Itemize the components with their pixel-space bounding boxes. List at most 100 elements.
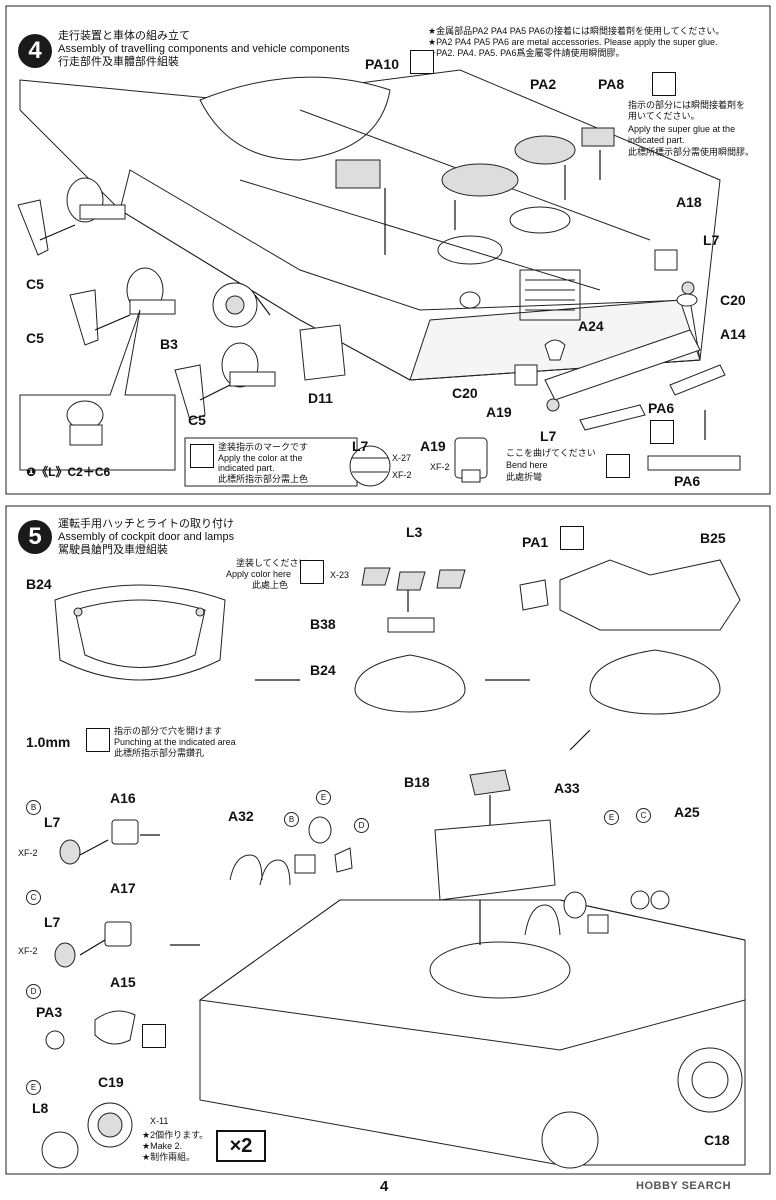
paint-note-en-2: indicated part. [218, 463, 275, 473]
drill-note-jp: 指示の部分で穴を開けます [114, 726, 223, 736]
bend-note-jp: ここを曲げてください [506, 448, 596, 458]
part-label-b24: B24 [26, 576, 52, 592]
paint-here-en: Apply color here [226, 569, 292, 579]
step-5-number: 5 [18, 520, 52, 554]
step-5-title-jp: 運転手用ハッチとライトの取り付け [58, 518, 234, 530]
paint-brush-icon [300, 560, 324, 584]
part-label-c18: C18 [704, 1132, 730, 1148]
part-label-a19: A19 [486, 404, 512, 420]
page-number: 4 [380, 1178, 389, 1195]
hull-body-step5 [41, 559, 746, 1169]
color-xf2: XF-2 [18, 946, 38, 956]
part-label-a32: A32 [228, 808, 254, 824]
a19-color: XF-2 [430, 462, 450, 472]
step-4-title-en: Assembly of travelling components and ve… [58, 43, 350, 55]
sub-letter-e: E [316, 790, 331, 805]
part-label-l7: L7 [540, 428, 557, 444]
make2-cn: ★制作兩組。 [142, 1152, 196, 1162]
part-label-a19: A19 [420, 438, 446, 454]
times-two-badge: ×2 [216, 1130, 266, 1162]
l7-color-1: X-27 [392, 453, 412, 463]
step-4-title-cn: 行走部件及車體部件組裝 [58, 56, 179, 68]
part-label-l7: L7 [703, 232, 720, 248]
part-label-pa1: PA1 [522, 534, 549, 550]
part-label-c5: C5 [26, 276, 44, 292]
paint-note-en-1: Apply the color at the [218, 453, 303, 463]
sub-letter-e: E [26, 1080, 41, 1095]
paint-note-jp: 塗装指示のマークです [218, 442, 309, 452]
sub-letter-c: C [636, 808, 651, 823]
glue-icon [652, 72, 676, 96]
part-label-a18: A18 [676, 194, 702, 210]
part-label-a16: A16 [110, 790, 136, 806]
paint-color: X-23 [330, 570, 350, 580]
part-label-c20: C20 [720, 292, 746, 308]
sub-letter-b: B [284, 812, 299, 827]
part-label-c20: C20 [452, 385, 478, 401]
part-label-pa3: PA3 [36, 1004, 63, 1020]
drill-note-cn: 此標所指示部分需鑽孔 [114, 748, 205, 758]
paint-brush-icon [190, 444, 214, 468]
sub-letter-c: C [26, 890, 41, 905]
l7-color-2: XF-2 [392, 470, 412, 480]
metal-note-en: ★PA2 PA4 PA5 PA6 are metal accessories. … [428, 37, 718, 47]
drill-note-en: Punching at the indicated area [114, 737, 236, 747]
part-label-c5: C5 [188, 412, 206, 428]
make2-jp: ★2個作ります。 [142, 1130, 209, 1140]
metal-note-cn: ★PA2. PA4. PA5. PA6爲金屬零件請使用瞬間膠。 [428, 48, 625, 58]
paint-here-jp: 塗装してください [236, 558, 308, 568]
bend-icon [606, 454, 630, 478]
part-label-l7: L7 [44, 814, 61, 830]
sub-letter-b: B [26, 800, 41, 815]
metal-note-jp: ★金属部品PA2 PA4 PA5 PA6の接着には瞬間接着剤を使用してください。 [428, 26, 725, 36]
part-label-l7: L7 [44, 914, 61, 930]
paint-note-cn: 此標所指示部分需上色 [218, 474, 309, 484]
part-label-a24: A24 [578, 318, 604, 334]
part-label-a15: A15 [110, 974, 136, 990]
make2-en: ★Make 2. [142, 1141, 183, 1151]
part-label-b38: B38 [310, 616, 336, 632]
color-x11: X-11 [150, 1116, 169, 1126]
color-xf2: XF-2 [18, 848, 38, 858]
sub-letter-e: E [604, 810, 619, 825]
part-label-pa10: PA10 [365, 56, 399, 72]
part-label-a14: A14 [720, 326, 746, 342]
glue-icon [560, 526, 584, 550]
part-label-pa2: PA2 [530, 76, 557, 92]
glue-note-jp-2: 用いてください。 [628, 111, 700, 121]
part-label-pa8: PA8 [598, 76, 625, 92]
glue-note-en-2: indicated part. [628, 135, 685, 145]
step-5-title-cn: 駕駛員艙門及車燈組裝 [58, 544, 168, 556]
part-label-pa6: PA6 [674, 473, 701, 489]
drill-icon [86, 728, 110, 752]
part-label-c19: C19 [98, 1074, 124, 1090]
part-label-b18: B18 [404, 774, 430, 790]
glue-icon [142, 1024, 166, 1048]
part-label-pa6: PA6 [648, 400, 675, 416]
glue-note-jp-1: 指示の部分には瞬間接着剤を [628, 100, 746, 110]
bend-note-cn: 此處折彎 [506, 472, 543, 482]
step-5-title-en: Assembly of cockpit door and lamps [58, 531, 235, 543]
sub-letter-d: D [354, 818, 369, 833]
part-label-a33: A33 [554, 780, 580, 796]
sub-letter-d: D [26, 984, 41, 999]
part-label-b3: B3 [160, 336, 178, 352]
glue-icon [410, 50, 434, 74]
part-label-a25: A25 [674, 804, 700, 820]
step-4-title-jp: 走行装置と車体の組み立て [58, 30, 190, 42]
glue-note-cn: 此標所標示部分需使用瞬間膠。 [628, 147, 755, 157]
part-label-c5: C5 [26, 330, 44, 346]
part-label-d11: D11 [308, 390, 333, 406]
step-4-number: 4 [18, 34, 52, 68]
part-label-l3: L3 [406, 524, 423, 540]
watermark: HOBBY SEARCH [636, 1180, 732, 1192]
drill-size: 1.0mm [26, 734, 71, 750]
part-label-b24: B24 [310, 662, 336, 678]
part-label-a17: A17 [110, 880, 136, 896]
glue-icon [650, 420, 674, 444]
part-label-l8: L8 [32, 1100, 49, 1116]
part-label-b25: B25 [700, 530, 726, 546]
paint-here-cn: 此處上色 [252, 580, 289, 590]
bend-note-en: Bend here [506, 460, 548, 470]
